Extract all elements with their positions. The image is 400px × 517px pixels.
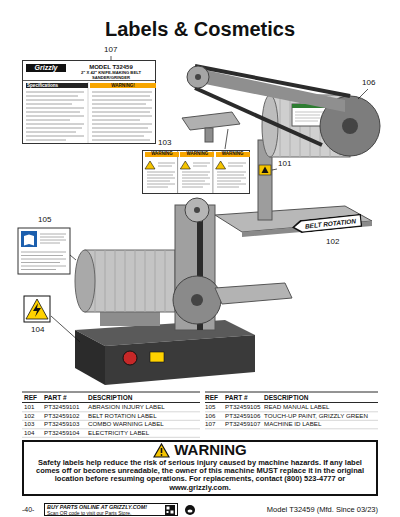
store-note: Scan QR code to visit our Parts Store.: [47, 510, 131, 516]
text-holder: Scan QR code to visit our Parts Store.: [47, 511, 131, 517]
warning-triangle: [153, 443, 170, 458]
combo-label-art: [145, 151, 246, 193]
text-holder: WARNING: [216, 152, 250, 157]
table-cell: 101: [24, 404, 34, 411]
electricity-label-art: [24, 296, 50, 322]
table-cell: COMBO WARNING LABEL: [88, 421, 164, 428]
brand-logo: Grizzly: [35, 64, 58, 71]
table-cell: MACHINE ID LABEL: [264, 421, 321, 428]
table-cell: PT32459104: [44, 430, 79, 437]
text-holder: Safety labels help reduce the risk of se…: [24, 459, 376, 495]
machine-id-label: Grizzly MODEL T324592" X 42" KNIFE-MAKING…: [22, 60, 156, 144]
table-cell: PT32459101: [44, 404, 79, 411]
text-holder: WARNING: [180, 152, 214, 157]
warning-heading: WARNING: [151, 151, 173, 156]
table-header: REF: [24, 394, 37, 401]
text-holder: MODEL T32459: [69, 64, 153, 71]
text-holder: WARNING!: [90, 83, 156, 88]
callout-number: 105: [38, 216, 51, 225]
text-holder: 2" X 42" KNIFE-MAKING BELT SANDER/GRINDE…: [69, 71, 153, 80]
table-cell: PT32459103: [44, 421, 79, 428]
callout-number: 101: [278, 160, 291, 169]
table-cell: READ MANUAL LABEL: [264, 404, 329, 411]
model-number: MODEL T32459: [89, 64, 133, 70]
warning-heading: WARNING: [222, 151, 244, 156]
table-header: DESCRIPTION: [88, 394, 132, 401]
table-cell: 104: [24, 430, 34, 437]
spec-heading: Specifications: [27, 83, 58, 88]
table-cell: ELECTRICITY LABEL: [88, 430, 149, 437]
store-heading: BUY PARTS ONLINE AT GRIZZLY.COM!: [47, 504, 147, 510]
table-rules: [22, 392, 378, 437]
table-header: PART #: [225, 394, 248, 401]
model-footer: Model T32459 (Mfd. Since 03/23): [267, 506, 378, 514]
warning-box: WARNINGSafety labels help reduce the ris…: [22, 440, 378, 496]
table-cell: ABRASION INJURY LABEL: [88, 404, 165, 411]
footer-art: [165, 505, 195, 515]
parts-store-box: BUY PARTS ONLINE AT GRIZZLY.COM!Scan QR …: [44, 503, 178, 516]
label-fine-print: [22, 81, 156, 144]
table-cell: PT32459102: [44, 413, 79, 420]
callout-number: 106: [362, 79, 375, 88]
warning-heading: WARNING: [186, 151, 208, 156]
table-cell: PT32459107: [225, 421, 260, 428]
text-holder: WARNING: [145, 152, 179, 157]
table-cell: PT32459106: [225, 413, 260, 420]
page-number: -40-: [22, 506, 34, 514]
table-cell: TOUCH-UP PAINT, GRIZZLY GREEN: [264, 413, 368, 420]
read-manual-label-art: [18, 228, 70, 274]
text-holder: Specifications: [26, 83, 88, 88]
belt-grinder-photo-bottom: [75, 198, 292, 385]
model-description: 2" X 42" KNIFE-MAKING BELT SANDER/GRINDE…: [81, 70, 141, 80]
text-holder: WARNING: [24, 442, 376, 459]
table-cell: 102: [24, 413, 34, 420]
combo-warning-label: WARNING WARNING WARNING: [142, 150, 250, 194]
table-header: REF: [205, 394, 218, 401]
table-header: PART #: [44, 394, 67, 401]
text-holder: Grizzly: [26, 64, 66, 72]
table-cell: 107: [205, 421, 215, 428]
table-cell: BELT ROTATION LABEL: [88, 413, 157, 420]
callout-number: 102: [326, 238, 339, 247]
callout-number: 107: [104, 46, 117, 55]
page-title: Labels & Cosmetics: [0, 18, 400, 40]
table-cell: 103: [24, 421, 34, 428]
leader-lines: [51, 56, 368, 342]
warning-heading: WARNING: [174, 442, 247, 459]
warning-body: Safety labels help reduce the risk of se…: [36, 458, 364, 492]
table-cell: 106: [205, 413, 215, 420]
warning-heading: WARNING!: [111, 83, 135, 88]
callout-number: 103: [158, 139, 171, 148]
table-header: DESCRIPTION: [264, 394, 308, 401]
table-cell: PT32459105: [225, 404, 260, 411]
callout-number: 104: [31, 326, 44, 335]
table-cell: 105: [205, 404, 215, 411]
